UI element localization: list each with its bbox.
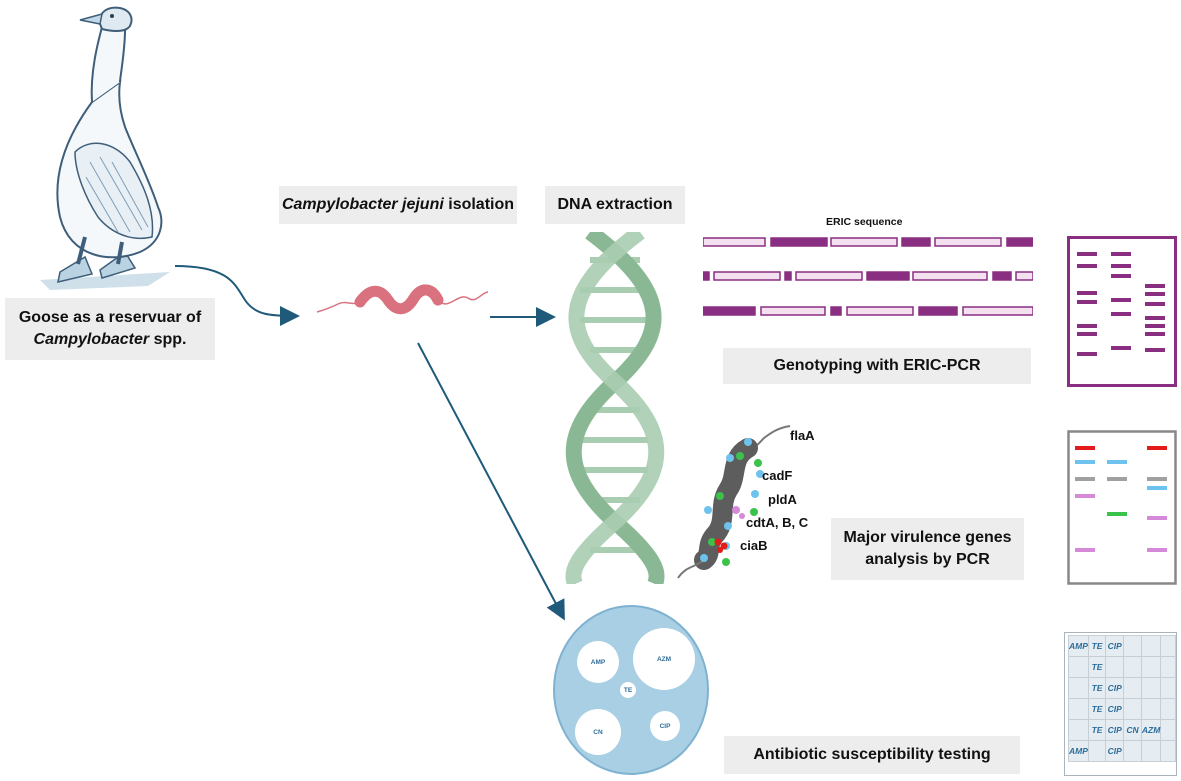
gene-flaA: flaA xyxy=(790,428,815,443)
eric-sequence-label: ERIC sequence xyxy=(826,216,903,228)
antibiotic-table-cell: AZM xyxy=(1140,719,1162,741)
antibiotic-table-cell: AMP xyxy=(1068,635,1089,657)
dna-helix xyxy=(565,232,665,584)
antibiotic-label: Antibiotic susceptibility testing xyxy=(724,736,1020,774)
virulence-gel xyxy=(1067,430,1177,585)
antibiotic-table-cell: CIP xyxy=(1105,635,1125,657)
dna-extraction-text: DNA extraction xyxy=(557,196,673,214)
virulence-line2: analysis by PCR xyxy=(865,551,990,568)
antibiotic-table-cell xyxy=(1160,719,1176,741)
disk-amp: AMP xyxy=(591,659,606,666)
antibiotic-table-cell: TE xyxy=(1087,719,1107,741)
virulence-line1: Major virulence genes xyxy=(843,529,1012,547)
goose-label-italic: Campylobacter xyxy=(33,331,150,348)
isolation-label-rest: isolation xyxy=(443,196,515,214)
antibiotic-table-cell: AMP xyxy=(1068,740,1089,762)
goose-label-rest: spp. xyxy=(149,331,187,348)
antibiotic-table-cell xyxy=(1123,740,1142,762)
antibiotic-table-cell xyxy=(1160,677,1176,699)
goose-label: Goose as a reservuar of Campylobacter sp… xyxy=(5,298,215,360)
antibiotic-table-cell xyxy=(1140,656,1162,678)
gene-ciaB: ciaB xyxy=(740,538,768,553)
goose-illustration xyxy=(40,6,170,290)
antibiotic-table-cell xyxy=(1068,677,1089,699)
gene-pldA: pldA xyxy=(768,492,797,507)
arrow-isolation-to-antibiotic xyxy=(417,342,565,621)
antibiotic-table-cell xyxy=(1140,677,1162,699)
antibiotic-table-cell: TE xyxy=(1087,635,1107,657)
antibiotic-table-cell xyxy=(1140,635,1162,657)
antibiotic-table-cell xyxy=(1123,698,1142,720)
dna-extraction-label: DNA extraction xyxy=(545,186,685,224)
arrow-goose-to-isolation xyxy=(174,265,300,326)
antibiotic-table-frame xyxy=(1064,632,1177,776)
isolation-label: Campylobacter jejuni isolation xyxy=(279,186,517,224)
antibiotic-table-cell xyxy=(1160,698,1176,720)
genotyping-text: Genotyping with ERIC-PCR xyxy=(773,357,981,375)
antibiotic-table-cell xyxy=(1160,740,1176,762)
goose-label-line1: Goose as a reservuar of xyxy=(18,309,202,327)
gene-cdtABC: cdtA, B, C xyxy=(746,515,809,530)
antibiotic-table-cell xyxy=(1123,677,1142,699)
gene-cadF: cadF xyxy=(762,468,793,483)
campylobacter-bacterium xyxy=(316,284,489,315)
antibiotic-table-cell: CIP xyxy=(1105,677,1125,699)
antibiotic-text: Antibiotic susceptibility testing xyxy=(753,746,991,764)
antibiotic-table-cell: CN xyxy=(1123,719,1142,741)
genotyping-label: Genotyping with ERIC-PCR xyxy=(723,348,1031,384)
virulence-label: Major virulence genes analysis by PCR xyxy=(831,518,1024,580)
eric-gel xyxy=(1067,236,1177,387)
antibiotic-table-cell xyxy=(1087,740,1107,762)
antibiotic-table-cell xyxy=(1160,635,1176,657)
antibiotic-table-cell xyxy=(1105,656,1125,678)
antibiotic-table-cell: TE xyxy=(1087,677,1107,699)
isolation-label-italic: Campylobacter jejuni xyxy=(281,196,444,214)
disk-te: TE xyxy=(624,687,633,694)
antibiotic-table-cell xyxy=(1160,656,1176,678)
disk-cip: CIP xyxy=(660,723,672,730)
antibiotic-table-cell: CIP xyxy=(1105,740,1125,762)
disk-azm: AZM xyxy=(657,656,671,663)
virulence-bacterium xyxy=(677,425,791,579)
antibiotic-table-row: AMP CIP xyxy=(1068,740,1176,762)
agar-plate: AMP AZM TE CN CIP xyxy=(553,605,709,775)
disk-cn: CN xyxy=(593,729,603,736)
antibiotic-table-cell xyxy=(1140,740,1162,762)
eric-sequence-bars xyxy=(703,237,1033,316)
